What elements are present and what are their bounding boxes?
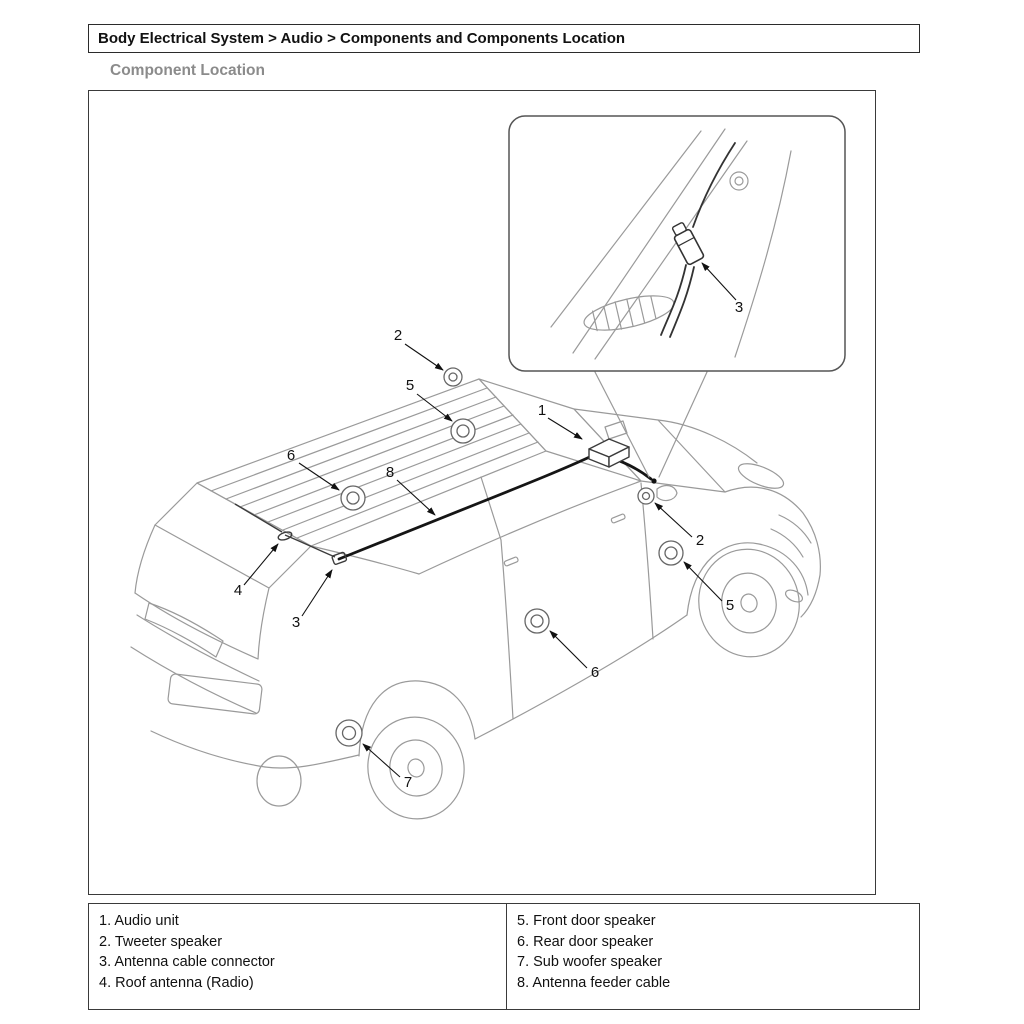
legend-item: 3. Antenna cable connector xyxy=(99,954,275,970)
component-location-diagram: 3 1 2 5 6 8 4 3 xyxy=(88,90,876,895)
far-rear-wheel xyxy=(256,755,302,807)
callout-sub-woofer: 7 xyxy=(362,743,412,791)
callout-number: 6 xyxy=(591,664,599,681)
tail-light xyxy=(144,602,224,658)
callout-number: 3 xyxy=(735,299,743,316)
headlight xyxy=(737,463,785,489)
callout-number: 2 xyxy=(696,532,704,549)
callout-tweeter-right: 2 xyxy=(394,327,444,371)
audio-unit xyxy=(588,438,630,468)
callout-number: 6 xyxy=(287,447,295,464)
callout-number: 8 xyxy=(386,464,394,481)
breadcrumb: Body Electrical System > Audio > Compone… xyxy=(88,24,920,53)
legend-item: 1. Audio unit xyxy=(99,913,179,929)
license-plate xyxy=(167,673,263,715)
legend-item: 7. Sub woofer speaker xyxy=(517,954,663,970)
callout-number: 4 xyxy=(234,582,242,599)
inset-detail: 3 xyxy=(508,115,846,478)
callout-roof-antenna: 4 xyxy=(234,543,279,599)
far-side-mirror xyxy=(604,420,628,440)
a-pillar-detail xyxy=(550,128,792,360)
callout-number: 7 xyxy=(404,774,412,791)
legend-item: 2. Tweeter speaker xyxy=(99,933,223,950)
rear-door-handle xyxy=(503,556,519,567)
legend-column-right: 5. Front door speaker 6. Rear door speak… xyxy=(507,904,919,1009)
callout-rear-door-speaker-left: 6 xyxy=(549,630,599,681)
callout-rear-door-speaker-right: 6 xyxy=(287,447,340,491)
rear-wheel xyxy=(358,680,476,820)
roof-rib-lines xyxy=(210,387,539,539)
front-fascia xyxy=(657,419,821,618)
pillar-grommet xyxy=(729,171,749,191)
page-title: Component Location xyxy=(110,62,265,79)
rear-end xyxy=(130,482,360,769)
callout-front-door-speaker-left: 5 xyxy=(683,561,734,614)
breadcrumb-text: Body Electrical System > Audio > Compone… xyxy=(98,30,626,47)
cowl-cable-point xyxy=(651,478,657,484)
front-door-speaker-right xyxy=(450,418,476,444)
fog-lamp xyxy=(784,589,804,603)
callout-front-door-speaker-right: 5 xyxy=(406,377,453,422)
antenna-cable-connector-detail xyxy=(671,222,705,266)
callout-number: 3 xyxy=(292,614,300,631)
legend-item: 8. Antenna feeder cable xyxy=(517,974,671,991)
antenna-cable-connector-main xyxy=(331,551,348,565)
callout-antenna-connector-main: 3 xyxy=(292,569,333,631)
front-door-handle xyxy=(610,513,626,524)
sub-woofer-speaker xyxy=(335,719,363,747)
callout-number: 5 xyxy=(406,377,414,394)
tweeter-speaker-right xyxy=(443,367,463,387)
car-component-diagram-svg: 3 1 2 5 6 8 4 3 xyxy=(130,115,846,820)
callout-antenna-feeder-cable: 8 xyxy=(386,464,436,516)
rear-door-speaker-left xyxy=(524,608,550,634)
callout-number: 1 xyxy=(538,402,546,419)
callout-audio-unit: 1 xyxy=(538,402,583,440)
component-legend: 1. Audio unit 2. Tweeter speaker 3. Ante… xyxy=(88,903,920,1010)
legend-item: 4. Roof antenna (Radio) xyxy=(99,974,254,991)
legend-item: 6. Rear door speaker xyxy=(517,933,654,950)
windshield xyxy=(478,378,642,482)
side-mirror xyxy=(656,484,678,502)
car-illustration xyxy=(130,378,821,820)
rear-door-speaker-right xyxy=(340,485,366,511)
roof-antenna xyxy=(234,503,336,558)
callout-number: 5 xyxy=(726,597,734,614)
side-body xyxy=(310,420,688,740)
front-wheel xyxy=(686,542,809,658)
legend-item: 5. Front door speaker xyxy=(517,913,656,929)
callout-tweeter-left: 2 xyxy=(654,502,704,549)
callout-number: 2 xyxy=(394,327,402,344)
tweeter-speaker-left xyxy=(637,487,655,505)
front-door-speaker-left xyxy=(658,540,684,566)
callout-antenna-connector-inset: 3 xyxy=(701,262,743,316)
legend-column-left: 1. Audio unit 2. Tweeter speaker 3. Ante… xyxy=(89,904,507,1009)
